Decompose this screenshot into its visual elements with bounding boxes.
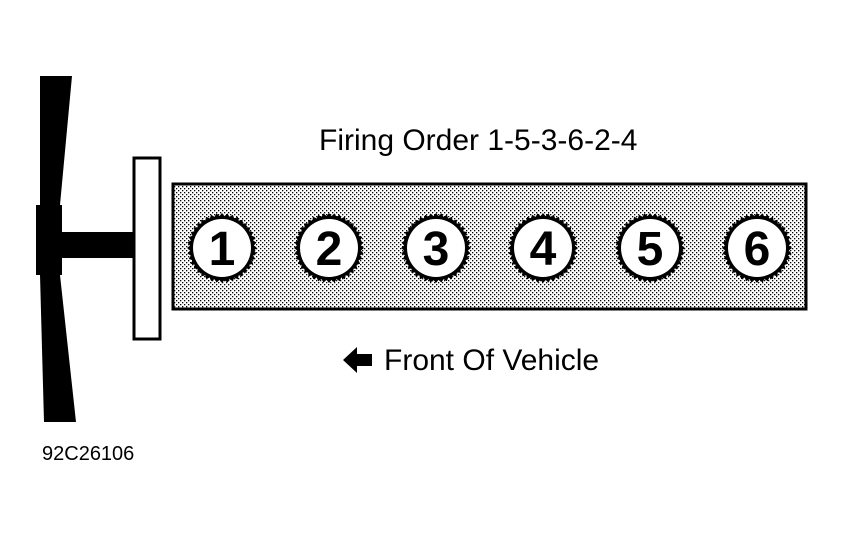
cylinder-bore	[728, 219, 786, 277]
cylinder-2: 2	[294, 213, 364, 283]
cylinder-bore	[407, 219, 465, 277]
cylinder-number: 3	[423, 223, 450, 276]
figure-code: 92C26106	[42, 443, 134, 465]
cylinder-number: 1	[209, 223, 236, 276]
cylinder-group: 1 2 3 4 5 6	[187, 213, 792, 283]
front-indicator: Front Of Vehicle	[343, 344, 599, 377]
cylinder-bore	[300, 219, 358, 277]
front-of-vehicle-label: Front Of Vehicle	[384, 344, 599, 377]
fan-blade	[40, 76, 76, 422]
cylinder-number: 4	[530, 223, 557, 276]
fan	[36, 76, 135, 422]
firing-order-title: Firing Order 1-5-3-6-2-4	[319, 124, 637, 157]
cylinder-4: 4	[508, 213, 578, 283]
fan-hub	[36, 205, 62, 275]
fan-shaft	[60, 232, 135, 258]
cylinder-number: 2	[316, 223, 343, 276]
cylinder-1: 1	[187, 213, 257, 283]
cylinder-bore	[621, 219, 679, 277]
cylinder-5: 5	[615, 213, 685, 283]
cylinder-6: 6	[722, 213, 792, 283]
pulley	[132, 156, 162, 341]
cylinder-bore	[514, 219, 572, 277]
cylinder-bore	[193, 219, 251, 277]
cylinder-3: 3	[401, 213, 471, 283]
engine-block	[171, 182, 808, 311]
left-arrow-icon	[343, 347, 372, 373]
cylinder-number: 5	[637, 223, 664, 276]
cylinder-number: 6	[744, 223, 771, 276]
